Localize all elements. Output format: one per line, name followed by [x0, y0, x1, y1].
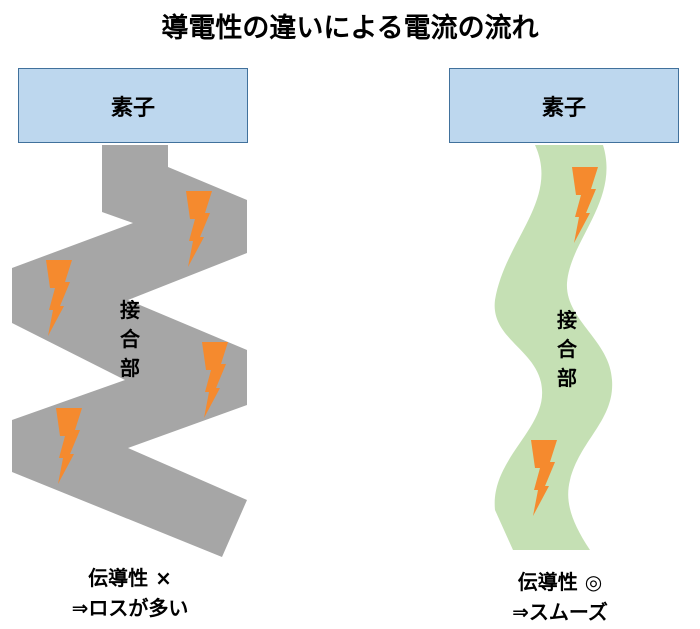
caption-line: ⇒スムーズ [512, 600, 608, 624]
caption-line: 伝導性 ◎ [517, 570, 603, 594]
diagram-title: 導電性の違いによる電流の流れ [161, 13, 539, 44]
junction-char: 合 [120, 327, 140, 351]
good-conduction-path [494, 145, 613, 550]
junction-char: 接 [120, 298, 140, 322]
element-box-right: 素子 [449, 68, 679, 143]
caption-left: 伝導性 × ⇒ロスが多い [40, 563, 220, 623]
junction-label-left: 接 合 部 [118, 296, 142, 383]
caption-right: 伝導性 ◎ ⇒スムーズ [470, 567, 650, 627]
junction-char: 部 [557, 366, 577, 390]
junction-char: 部 [120, 356, 140, 380]
caption-line: 伝導性 × [88, 566, 172, 590]
junction-char: 合 [557, 337, 577, 361]
junction-label-right: 接 合 部 [555, 306, 579, 393]
caption-line: ⇒ロスが多い [71, 596, 189, 620]
element-box-left: 素子 [18, 68, 248, 143]
junction-char: 接 [557, 308, 577, 332]
